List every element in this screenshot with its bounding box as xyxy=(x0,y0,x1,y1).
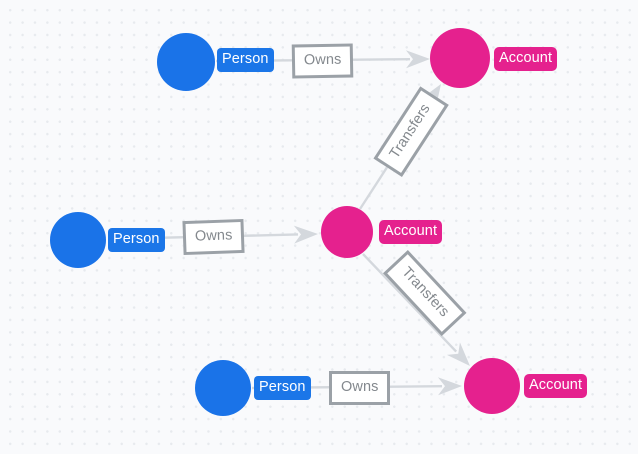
node-label-account-middle[interactable]: Account xyxy=(379,220,443,244)
edge-arrowhead-icon xyxy=(405,50,430,69)
edge-arrowhead-icon xyxy=(446,342,470,366)
edge-label-edge-owns-middle[interactable]: Owns xyxy=(182,218,246,255)
graph-node-account-top[interactable] xyxy=(430,28,490,88)
graph-node-account-middle[interactable] xyxy=(321,206,373,258)
graph-node-person-bottom[interactable] xyxy=(195,360,251,416)
edge-arrowhead-icon xyxy=(437,377,462,396)
edge-arrowhead-icon xyxy=(293,225,318,244)
graph-node-account-bottom[interactable] xyxy=(464,358,520,414)
edge-label-edge-owns-top[interactable]: Owns xyxy=(291,43,354,79)
node-label-account-top[interactable]: Account xyxy=(494,47,558,71)
graph-node-person-middle[interactable] xyxy=(50,212,106,268)
node-label-person-bottom[interactable]: Person xyxy=(254,376,311,400)
node-label-account-bottom[interactable]: Account xyxy=(524,374,588,398)
node-label-person-middle[interactable]: Person xyxy=(108,228,165,252)
graph-node-person-top[interactable] xyxy=(157,33,215,91)
edge-label-edge-owns-bottom[interactable]: Owns xyxy=(329,371,391,405)
node-label-person-top[interactable]: Person xyxy=(217,48,274,72)
